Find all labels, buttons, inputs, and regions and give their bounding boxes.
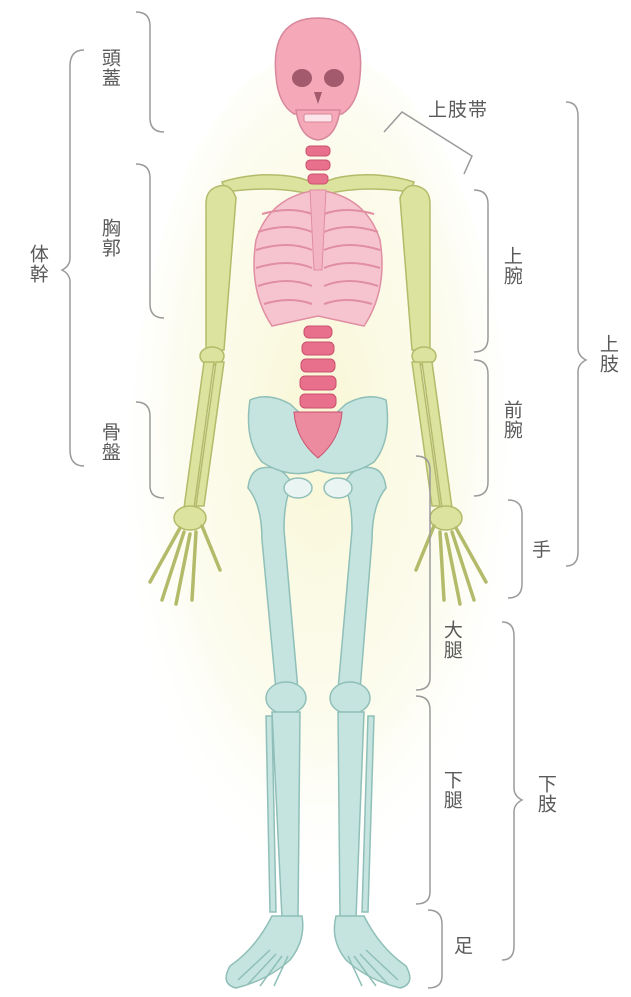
bracket-lower-limb (502, 622, 522, 960)
label-thorax: 胸郭 (98, 218, 120, 258)
right-hip-joint (324, 478, 352, 498)
label-pelvis: 骨盤 (98, 422, 120, 462)
bracket-trunk (62, 50, 84, 466)
label-trunk: 体幹 (26, 244, 48, 284)
label-lower-leg: 下腿 (440, 770, 462, 810)
teeth (304, 114, 332, 122)
right-patella (330, 682, 370, 714)
left-eye-socket (292, 69, 312, 87)
bracket-upper-limb (566, 102, 586, 566)
label-thigh: 大腿 (440, 620, 462, 660)
label-lower-limb: 下肢 (534, 774, 556, 814)
right-foot (334, 916, 409, 988)
bracket-foot (428, 910, 442, 988)
label-foot: 足 (454, 936, 474, 958)
label-head: 頭蓋 (98, 48, 120, 88)
left-foot (226, 916, 303, 988)
label-upper-arm: 上腕 (500, 246, 522, 286)
label-upper-limb: 上肢 (596, 334, 618, 374)
right-eye-socket (324, 69, 344, 87)
right-tibia (338, 712, 364, 918)
label-shoulder-girdle: 上肢帯 (428, 100, 488, 122)
bracket-head (136, 12, 164, 132)
label-forearm: 前腕 (500, 400, 522, 440)
label-hand: 手 (532, 540, 552, 562)
left-hip-joint (284, 478, 312, 498)
left-patella (266, 682, 306, 714)
bracket-hand (508, 500, 522, 598)
